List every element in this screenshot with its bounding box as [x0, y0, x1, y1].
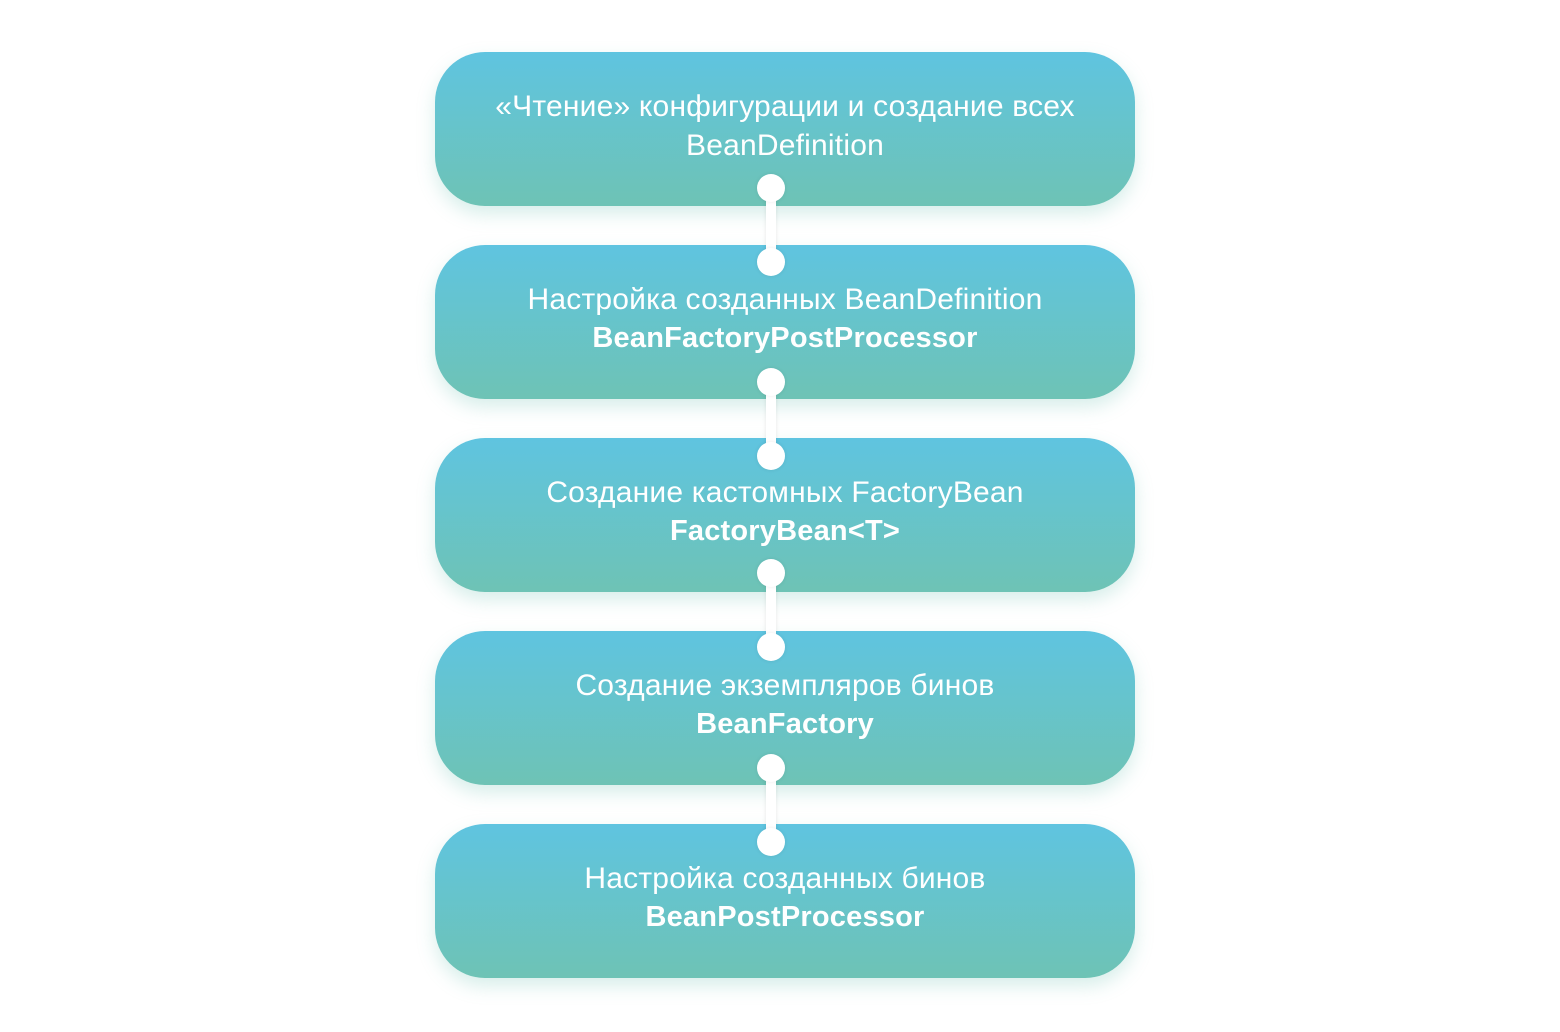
connector-4-5: [766, 768, 776, 842]
connector-2-3-top-dot: [757, 368, 785, 396]
step-create-bean-instances: Создание экземпляров бинов BeanFactory: [435, 631, 1135, 785]
connector-4-5-top-dot: [757, 754, 785, 782]
step-3-code: FactoryBean<T>: [669, 515, 901, 547]
connector-2-3-bottom-dot: [757, 442, 785, 470]
connector-1-2: [766, 188, 776, 262]
step-configure-bean-definitions: Настройка созданных BeanDefinition BeanF…: [435, 245, 1135, 399]
step-configure-beans: Настройка созданных бинов BeanPostProces…: [435, 824, 1135, 978]
step-1-text-line-2: BeanDefinition: [686, 129, 884, 162]
step-5-text: Настройка созданных бинов: [584, 862, 986, 895]
connector-3-4-bottom-dot: [757, 633, 785, 661]
step-4-code: BeanFactory: [696, 708, 874, 740]
step-read-configuration: «Чтение» конфигурации и создание всех Be…: [435, 52, 1135, 206]
step-4-text: Создание экземпляров бинов: [575, 669, 995, 702]
connector-1-2-top-dot: [757, 174, 785, 202]
connector-3-4-top-dot: [757, 559, 785, 587]
step-2-text: Настройка созданных BeanDefinition: [527, 283, 1043, 316]
connector-2-3: [766, 382, 776, 456]
step-1-text-line-1: «Чтение» конфигурации и создание всех: [495, 90, 1075, 123]
step-2-code: BeanFactoryPostProcessor: [592, 322, 978, 354]
connector-1-2-bottom-dot: [757, 248, 785, 276]
connector-3-4: [766, 573, 776, 647]
step-create-factory-beans: Создание кастомных FactoryBean FactoryBe…: [435, 438, 1135, 592]
step-3-text: Создание кастомных FactoryBean: [546, 476, 1024, 509]
step-5-code: BeanPostProcessor: [645, 901, 925, 933]
connector-4-5-bottom-dot: [757, 828, 785, 856]
